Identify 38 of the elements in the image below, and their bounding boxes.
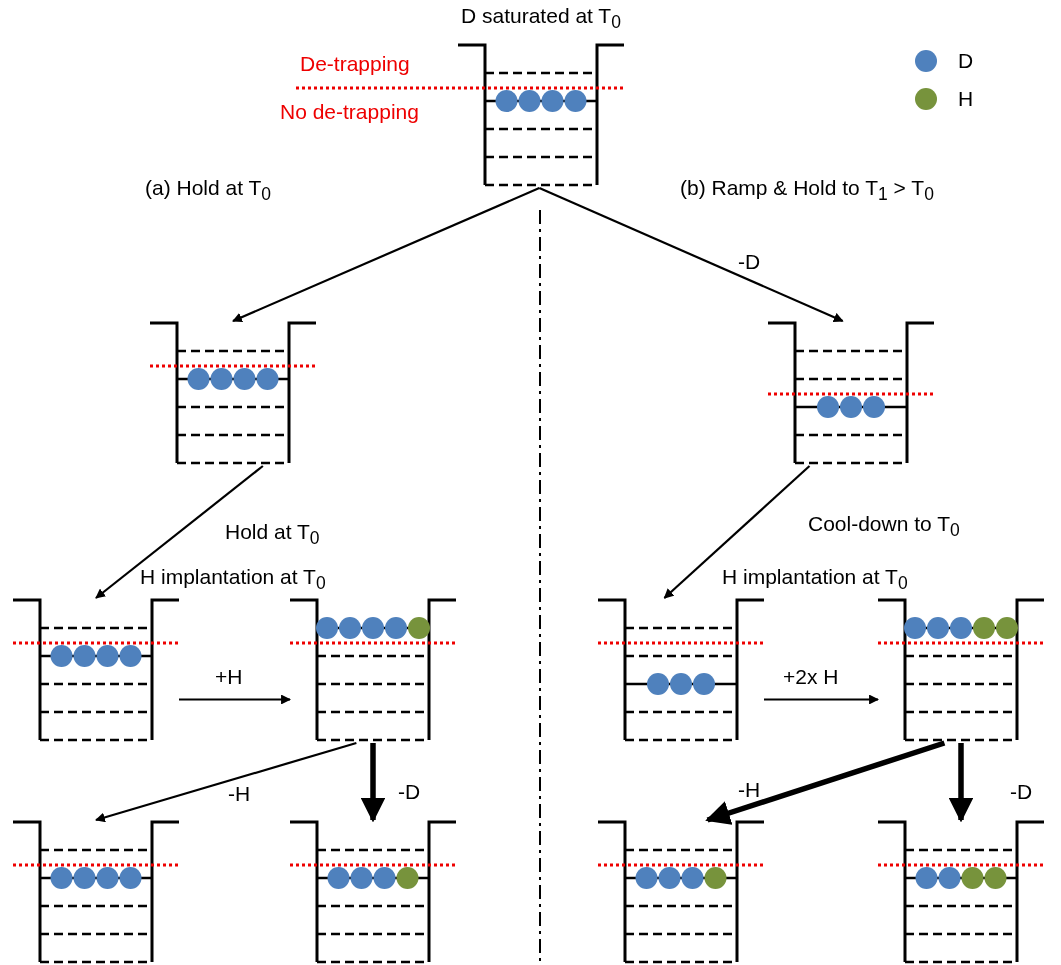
energy-well-drawing xyxy=(598,820,764,964)
arrow xyxy=(538,187,844,322)
arrow xyxy=(232,187,540,322)
threshold-label: No de-trapping xyxy=(280,100,419,124)
arrow xyxy=(948,743,974,823)
arrow xyxy=(705,740,946,825)
branch-label: (b) Ramp & Hold to T$_{1}$ > T$_{0}$ xyxy=(680,176,934,207)
energy-well-drawing xyxy=(290,598,456,742)
arrow xyxy=(95,741,357,823)
arrow xyxy=(764,694,879,705)
edge-label: Cool-down to T$_{0}$ xyxy=(808,512,960,543)
edge-label: -H xyxy=(228,782,251,806)
edge-label: -H xyxy=(738,778,761,802)
arrow xyxy=(663,465,811,599)
energy-well-drawing xyxy=(13,820,179,964)
edge-label: -D xyxy=(1010,780,1033,804)
step-label: H implantation at T$_{0}$ xyxy=(722,565,908,596)
edge-label: +H xyxy=(215,665,243,689)
step-label: H implantation at T$_{0}$ xyxy=(140,565,326,596)
edge-label: +2x H xyxy=(783,665,839,689)
edge-label: -D xyxy=(738,250,761,274)
legend-label: H xyxy=(958,87,974,111)
arrow xyxy=(360,743,386,823)
energy-well-drawing xyxy=(13,598,179,742)
energy-well-drawing xyxy=(290,820,456,964)
edge-label: Hold at T$_{0}$ xyxy=(225,520,320,551)
legend-label: D xyxy=(958,49,974,73)
energy-well-drawing xyxy=(878,820,1044,964)
arrow xyxy=(179,694,291,705)
threshold-label: De-trapping xyxy=(300,52,410,76)
energy-well-drawing xyxy=(598,598,764,742)
energy-well-drawing xyxy=(878,598,1044,742)
energy-well-drawing xyxy=(768,321,934,465)
arrow xyxy=(95,465,264,599)
edge-label: -D xyxy=(398,780,421,804)
energy-well-drawing xyxy=(150,321,316,465)
node-title: D saturated at T$_{0}$ xyxy=(461,4,621,35)
branch-label: (a) Hold at T$_{0}$ xyxy=(145,176,272,207)
